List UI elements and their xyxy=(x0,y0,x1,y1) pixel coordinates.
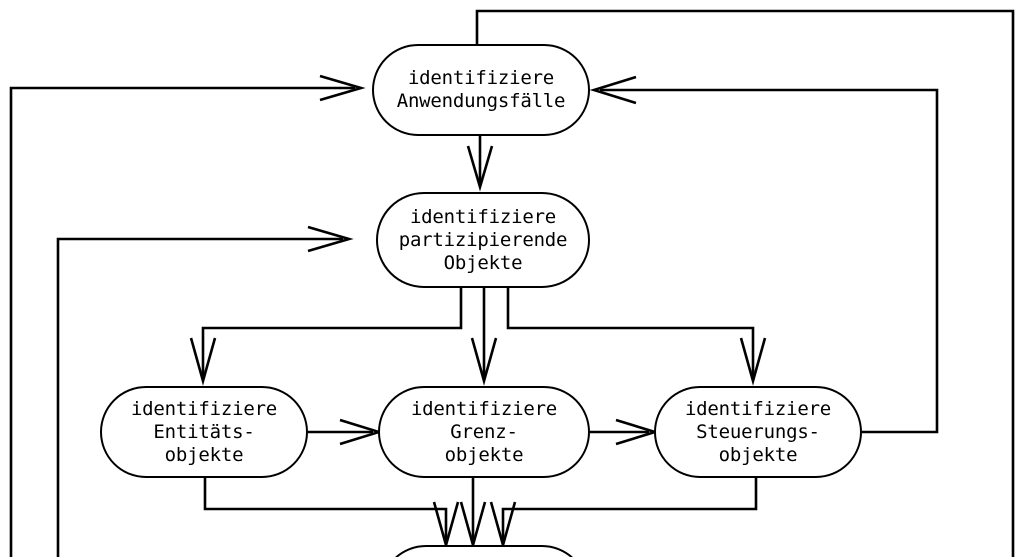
edge-partizipierende-to-entitaets xyxy=(201,288,463,377)
edge-steuerungs-feedback-to-anwendungsfaelle xyxy=(600,88,939,434)
arrowhead-into-steuerungs xyxy=(739,337,767,386)
node-partizipierende-objekte[interactable]: identifiziere partizipierende Objekte xyxy=(376,192,590,288)
node-entitaetsobjekte-label: identifiziere Entitäts- objekte xyxy=(130,397,278,466)
node-grenzobjekte[interactable]: identifiziere Grenz- objekte xyxy=(378,386,590,478)
node-steuerungsobjekte[interactable]: identifiziere Steuerungs- objekte xyxy=(654,386,862,478)
edge-unten-feedback-to-partizipierende xyxy=(56,237,343,557)
node-partizipierende-objekte-label: identifiziere partizipierende Objekte xyxy=(398,205,568,274)
edge-entitaets-to-unten xyxy=(203,478,448,541)
arrowhead-into-entitaets xyxy=(189,337,217,386)
node-steuerungsobjekte-label: identifiziere Steuerungs- objekte xyxy=(684,397,832,466)
node-grenzobjekte-label: identifiziere Grenz- objekte xyxy=(410,397,558,466)
arrowhead-left-into-partizipierende xyxy=(307,225,354,253)
arrowhead-into-grenz xyxy=(470,337,498,386)
arrowhead-into-partizipierende xyxy=(466,145,494,192)
node-anwendungsfaelle-label: identifiziere Anwendungsfälle xyxy=(396,67,566,112)
edge-partizipierende-to-steuerungs xyxy=(506,288,755,377)
arrowhead-right-into-anwendungsfaelle xyxy=(589,75,637,105)
node-unterer-knoten[interactable] xyxy=(380,545,588,557)
node-entitaetsobjekte[interactable]: identifiziere Entitäts- objekte xyxy=(100,386,308,478)
edge-steuerungs-to-unten xyxy=(501,478,758,541)
arrowhead-left-into-anwendungsfaelle xyxy=(319,74,366,102)
node-anwendungsfaelle[interactable]: identifiziere Anwendungsfälle xyxy=(372,44,590,136)
edge-unten-feedback-to-anwendungsfaelle xyxy=(9,86,355,557)
